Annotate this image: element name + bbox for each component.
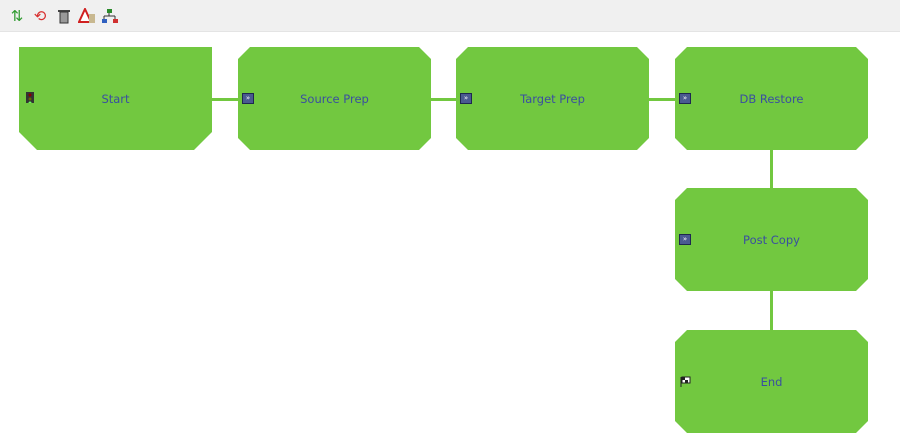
- node-db-restore[interactable]: » DB Restore: [675, 47, 868, 150]
- node-label: Post Copy: [743, 232, 800, 247]
- connector: [649, 98, 675, 101]
- node-label: DB Restore: [739, 91, 804, 106]
- node-label: Target Prep: [520, 91, 585, 106]
- node-start[interactable]: Start: [19, 47, 212, 150]
- node-target-prep[interactable]: » Target Prep: [456, 47, 649, 150]
- node-label: Start: [101, 91, 130, 106]
- warning-icon[interactable]: [78, 7, 96, 25]
- traffic-light-icon: [25, 92, 37, 103]
- node-source-prep[interactable]: » Source Prep: [238, 47, 431, 150]
- connector: [770, 150, 773, 188]
- connector: [770, 291, 773, 330]
- run-icon: »: [679, 234, 691, 245]
- checkered-flag-icon: [679, 376, 691, 387]
- hierarchy-icon[interactable]: [101, 7, 119, 25]
- trash-icon[interactable]: [55, 7, 73, 25]
- reload-icon[interactable]: ⟲: [33, 7, 47, 25]
- connector: [431, 98, 456, 101]
- node-label: End: [760, 374, 783, 389]
- run-icon: »: [679, 93, 691, 104]
- run-icon: »: [242, 93, 254, 104]
- refresh-icon[interactable]: ⇅: [10, 7, 24, 25]
- node-post-copy[interactable]: » Post Copy: [675, 188, 868, 291]
- connector: [212, 98, 238, 101]
- toolbar: ⇅ ⟲: [0, 0, 900, 32]
- run-icon: »: [460, 93, 472, 104]
- node-label: Source Prep: [300, 91, 369, 106]
- node-end[interactable]: End: [675, 330, 868, 433]
